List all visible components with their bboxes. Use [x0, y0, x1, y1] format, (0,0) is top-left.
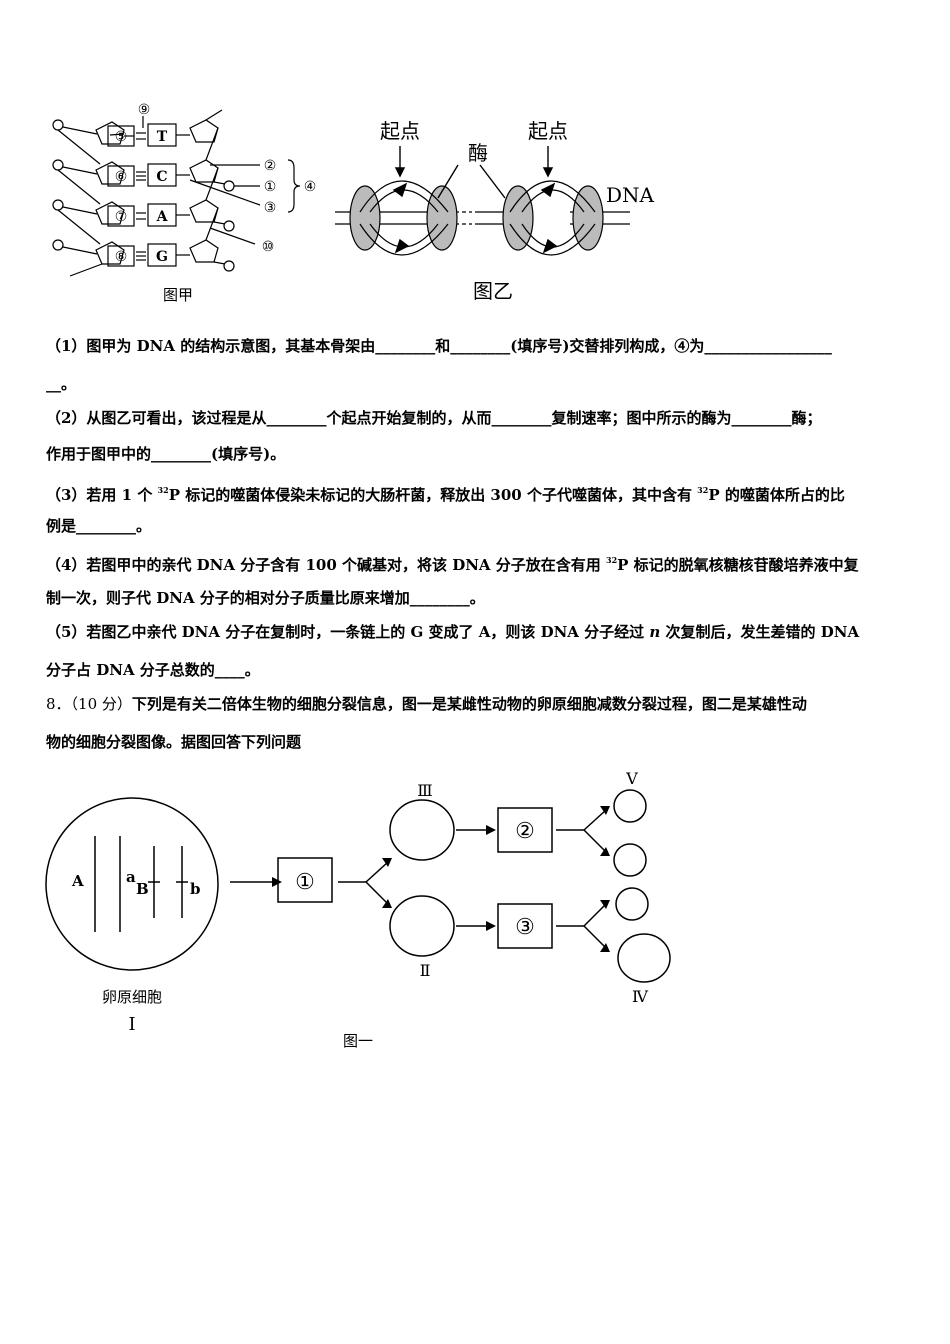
label-3: ③ — [264, 200, 277, 216]
label-9: ⑨ — [138, 102, 151, 118]
label-IV: Ⅳ — [632, 987, 649, 1006]
figure-jia-caption: 图甲 — [163, 286, 193, 304]
gene-label-a: a — [126, 868, 136, 886]
gene-label-B: B — [136, 880, 149, 898]
question-4-line-1: （4）若图甲中的亲代 DNA 分子含有 100 个碱基对，将该 DNA 分子放在… — [46, 555, 859, 574]
enzyme-label: 酶 — [468, 141, 488, 165]
origin-left-label: 起点 — [380, 120, 420, 143]
figure-one-meiosis: A a B b ① ② ③ Ⅲ Ⅱ Ⅴ Ⅳ 卵原细胞 Ⅰ 图一 — [45, 769, 671, 1050]
question-5-line-1: （5）若图乙中亲代 DNA 分子在复制时，一条链上的 G 变成了 A，则该 DN… — [46, 623, 860, 641]
question-3-line-2: 例是________。 — [46, 517, 152, 535]
base-g: G — [156, 249, 168, 265]
origin-right-label: 起点 — [528, 120, 568, 143]
base-a: A — [156, 209, 169, 225]
question-8-line-2: 物的细胞分裂图像。据图回答下列问题 — [46, 733, 302, 751]
question-1-line-1: （1）图甲为 DNA 的结构示意图，其基本骨架由________和_______… — [46, 337, 832, 355]
label-II: Ⅱ — [420, 961, 431, 980]
oogonium-label: 卵原细胞 — [102, 988, 162, 1006]
base-t: T — [157, 129, 168, 145]
figure-yi-replication: 起点 酶 起点 DNA 图乙 — [335, 120, 655, 303]
question-1-line-2: __。 — [46, 375, 77, 393]
box-label-1: ① — [295, 870, 315, 895]
dna-label: DNA — [606, 183, 655, 207]
circled-label-7: ⑦ — [115, 209, 128, 225]
label-10: ⑩ — [262, 239, 275, 255]
circled-label-6: ⑥ — [115, 169, 128, 185]
question-2-line-1: （2）从图乙可看出，该过程是从________个起点开始复制的，从而______… — [46, 409, 822, 427]
question-5-line-2: 分子占 DNA 分子总数的____。 — [46, 661, 260, 679]
base-c: C — [156, 169, 167, 185]
label-1: ① — [264, 179, 277, 195]
gene-label-b: b — [190, 880, 201, 898]
question-3-line-1: （3）若用 1 个 32P 标记的噬菌体侵染未标记的大肠杆菌，释放出 300 个… — [46, 485, 845, 504]
gene-label-A: A — [71, 872, 84, 890]
label-4: ④ — [304, 179, 317, 195]
question-8-line-1: 8．（10 分）下列是有关二倍体生物的细胞分裂信息，图一是某雌性动物的卵原细胞减… — [46, 695, 807, 713]
box-label-2: ② — [515, 819, 535, 844]
figure-one-caption: 图一 — [343, 1032, 373, 1050]
label-III: Ⅲ — [417, 781, 432, 800]
label-2: ② — [264, 158, 277, 174]
box-label-3: ③ — [515, 915, 535, 940]
question-4-line-2: 制一次，则子代 DNA 分子的相对分子质量比原来增加________。 — [46, 589, 485, 607]
circled-label-5: ⑤ — [115, 129, 128, 145]
figure-jia-dna-structure: ⑤ ⑥ ⑦ ⑧ T C A G ⑨ ② ① ③ ④ ⑩ 图甲 — [52, 102, 317, 304]
label-V: Ⅴ — [625, 769, 638, 788]
question-2-line-2: 作用于图甲中的________(填序号)。 — [46, 445, 286, 463]
figure-yi-caption: 图乙 — [473, 279, 513, 303]
label-I: Ⅰ — [128, 1014, 135, 1035]
circled-label-8: ⑧ — [115, 249, 128, 265]
